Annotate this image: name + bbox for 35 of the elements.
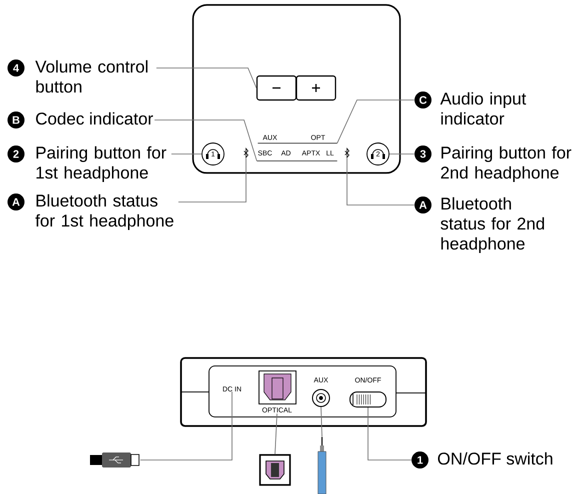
audio-jack-plug <box>318 436 326 494</box>
number-badge: 1 <box>412 451 428 468</box>
device-back <box>180 357 427 427</box>
callout-text: ON/OFF switch <box>438 452 552 465</box>
bluetooth-icon <box>344 148 350 158</box>
leader-line <box>320 406 322 438</box>
leader-line <box>156 68 257 88</box>
callout-text: Codec indicator <box>36 112 153 125</box>
leader-line <box>336 100 415 144</box>
leader-line <box>274 413 278 455</box>
callout-text: Pairing button for 2nd headphone <box>441 146 572 182</box>
callout-text: Bluetooth status for 2nd headphone <box>440 197 544 254</box>
leader-line <box>140 391 232 460</box>
plus-button <box>296 75 336 101</box>
number-badge: 3 <box>414 146 432 162</box>
number-badge: 2 <box>8 146 24 162</box>
bluetooth-icon <box>244 148 248 158</box>
minus-button <box>256 75 297 101</box>
callout-text: Audio input indicator <box>440 92 526 125</box>
leader-line <box>178 158 246 202</box>
callout-text: Volume control button <box>35 60 148 93</box>
number-badge: A <box>8 194 24 210</box>
number-badge: C <box>414 92 432 108</box>
callout-text: Pairing button for 1st headphone <box>36 146 166 182</box>
leader-line <box>154 120 258 162</box>
usb-plug <box>90 452 140 468</box>
callout-text: Bluetooth status for 1st headphone <box>35 194 174 230</box>
number-badge: 4 <box>8 60 24 76</box>
number-badge: B <box>8 112 24 128</box>
optical-plug <box>259 454 291 486</box>
leader-line <box>368 407 412 460</box>
number-badge: A <box>414 196 432 214</box>
port-panel <box>208 366 396 418</box>
leader-line <box>346 158 415 206</box>
device-body <box>192 4 401 174</box>
